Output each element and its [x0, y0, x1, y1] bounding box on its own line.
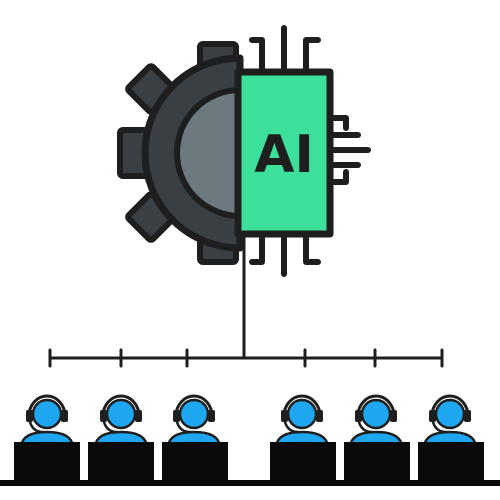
- agent-head: [434, 398, 466, 430]
- agent-head: [286, 398, 318, 430]
- chip-label: AI: [254, 125, 314, 185]
- chip-icon: AI: [234, 25, 371, 277]
- headset-band: [27, 394, 67, 417]
- headset-mic: [28, 420, 45, 434]
- agent-head: [360, 398, 392, 430]
- headset-agent-icon: [418, 394, 484, 482]
- headset-band: [101, 394, 141, 417]
- connector-lines: [48, 232, 444, 368]
- agent-monitor: [14, 442, 80, 482]
- headset-ear-left: [429, 410, 436, 422]
- agent-monitor: [418, 442, 484, 482]
- headset-ear-right: [390, 410, 397, 422]
- headset-agent-icon: [14, 394, 80, 482]
- headset-agent-icon: [270, 394, 336, 482]
- headset-ear-left: [173, 410, 180, 422]
- headset-mic: [283, 420, 300, 434]
- ai-gear-chip-icon: AI: [117, 25, 371, 277]
- headset-band: [174, 394, 214, 417]
- headset-band: [282, 394, 322, 417]
- gear-icon: [117, 41, 244, 265]
- headset-ear-right: [135, 410, 142, 422]
- headset-mic: [357, 420, 374, 434]
- headset-ear-left: [26, 410, 33, 422]
- agents-row: [14, 394, 484, 482]
- headset-ear-right: [464, 410, 471, 422]
- headset-agent-icon: [162, 394, 228, 482]
- headset-mic: [431, 420, 448, 434]
- agent-monitor: [270, 442, 336, 482]
- headset-ear-right: [316, 410, 323, 422]
- headset-agent-icon: [88, 394, 154, 482]
- agent-monitor: [88, 442, 154, 482]
- agent-monitor: [162, 442, 228, 482]
- headset-ear-left: [355, 410, 362, 422]
- headset-ear-left: [281, 410, 288, 422]
- headset-ear-right: [208, 410, 215, 422]
- headset-mic: [175, 420, 192, 434]
- headset-band: [356, 394, 396, 417]
- headset-mic: [102, 420, 119, 434]
- headset-ear-right: [61, 410, 68, 422]
- agent-head: [178, 398, 210, 430]
- headset-agent-icon: [344, 394, 410, 482]
- agent-head: [31, 398, 63, 430]
- agent-monitor: [344, 442, 410, 482]
- agent-head: [105, 398, 137, 430]
- floor-line: [0, 480, 500, 486]
- headset-band: [430, 394, 470, 417]
- headset-ear-left: [100, 410, 107, 422]
